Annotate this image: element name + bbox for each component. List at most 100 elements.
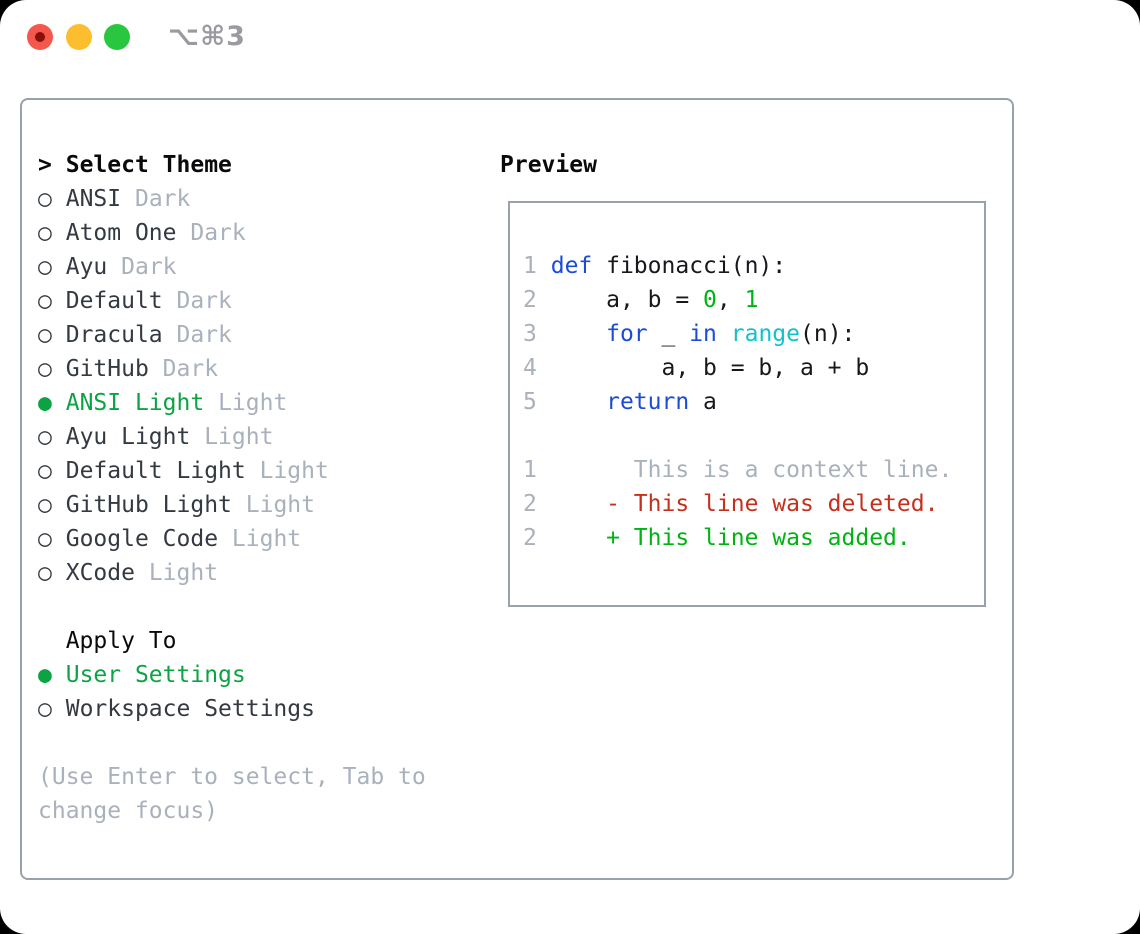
theme-variant-badge: Light: [218, 390, 288, 416]
code-token: range: [730, 321, 801, 347]
code-token: _: [647, 321, 690, 347]
theme-variant-badge: Dark: [134, 186, 191, 212]
minimize-button[interactable]: [66, 24, 92, 50]
radio-icon: ○: [38, 560, 52, 586]
code-token: fibonacci(n):: [592, 253, 787, 279]
theme-option-ansi-light[interactable]: ● ANSI Light Light: [38, 386, 426, 420]
theme-option-ansi[interactable]: ○ ANSI Dark: [38, 182, 426, 216]
spacer: [38, 726, 426, 760]
line-number: 2: [523, 491, 537, 517]
theme-option-google-code[interactable]: ○ Google Code Light: [38, 522, 426, 556]
radio-icon: ○: [38, 458, 52, 484]
apply-to-options-list: ● User Settings○ Workspace Settings: [38, 658, 426, 726]
theme-name: Ayu Light: [65, 424, 191, 450]
code-token: a: [689, 389, 717, 415]
code-token: a, b = b, a + b: [550, 355, 870, 381]
theme-option-ayu-light[interactable]: ○ Ayu Light Light: [38, 420, 426, 454]
theme-option-default-light[interactable]: ○ Default Light Light: [38, 454, 426, 488]
code-line: 4 a, b = b, a + b: [523, 351, 984, 385]
radio-icon: ○: [38, 254, 52, 280]
radio-icon: ●: [38, 390, 52, 416]
line-number: 4: [523, 355, 537, 381]
theme-variant-badge: Light: [259, 458, 329, 484]
theme-variant-badge: Light: [148, 560, 219, 586]
theme-name: GitHub: [65, 356, 149, 382]
line-number: 3: [523, 321, 537, 347]
radio-icon: ○: [38, 526, 52, 552]
theme-name: Default Light: [65, 458, 246, 484]
apply-option-user-settings[interactable]: ● User Settings: [38, 658, 426, 692]
radio-icon: ○: [38, 186, 52, 212]
radio-icon: ○: [38, 288, 52, 314]
line-number: 2: [523, 525, 537, 551]
theme-variant-badge: Light: [231, 526, 302, 552]
apply-option-workspace-settings[interactable]: ○ Workspace Settings: [38, 692, 426, 726]
radio-icon: ○: [38, 322, 52, 348]
theme-name: Dracula: [65, 322, 163, 348]
theme-option-github-light[interactable]: ○ GitHub Light Light: [38, 488, 426, 522]
code-token: a, b =: [550, 287, 704, 313]
theme-name: Ayu: [65, 254, 108, 280]
code-token: 0: [703, 287, 717, 313]
code-token: [551, 389, 606, 415]
code-token: [717, 321, 731, 347]
code-token: ,: [716, 287, 745, 313]
code-token: return: [606, 389, 690, 415]
theme-variant-badge: Dark: [176, 322, 232, 348]
theme-variant-badge: Light: [204, 424, 274, 450]
preview-title: Preview: [500, 152, 597, 178]
radio-icon: ○: [38, 356, 52, 382]
code-token: 1: [744, 287, 759, 313]
radio-icon: ○: [38, 424, 52, 450]
theme-picker-panel: > Select Theme ○ ANSI Dark○ Atom One Dar…: [20, 98, 1014, 880]
code-token: [551, 321, 606, 347]
theme-option-atom-one[interactable]: ○ Atom One Dark: [38, 216, 426, 250]
theme-name: ANSI Light: [65, 390, 205, 416]
spacer: [38, 590, 426, 624]
prompt-icon: >: [38, 152, 52, 178]
code-line: 2 - This line was deleted.: [523, 487, 984, 521]
code-token: for: [606, 321, 648, 347]
theme-option-xcode[interactable]: ○ XCode Light: [38, 556, 426, 590]
code-token: This is a context line.: [550, 457, 953, 483]
theme-option-default[interactable]: ○ Default Dark: [38, 284, 426, 318]
code-token: (n):: [800, 321, 856, 347]
code-line: 5 return a: [523, 385, 984, 419]
theme-option-dracula[interactable]: ○ Dracula Dark: [38, 318, 426, 352]
code-token: - This line was deleted.: [550, 491, 939, 517]
code-line: 3 for _ in range(n):: [523, 317, 984, 351]
theme-variant-badge: Dark: [176, 288, 232, 314]
code-token: def: [550, 253, 593, 279]
theme-option-github[interactable]: ○ GitHub Dark: [38, 352, 426, 386]
select-theme-title: Select Theme: [65, 152, 232, 178]
code-line: 1 This is a context line.: [523, 453, 984, 487]
record-dot-icon: [35, 32, 45, 42]
theme-variant-badge: Light: [245, 492, 315, 518]
theme-name: XCode: [65, 560, 135, 586]
apply-to-title: Apply To: [65, 628, 177, 654]
theme-name: ANSI: [65, 186, 122, 212]
code-line: 2 a, b = 0, 1: [523, 283, 984, 317]
theme-name: GitHub Light: [65, 492, 232, 518]
theme-name: Atom One: [65, 220, 177, 246]
close-button[interactable]: [27, 24, 53, 50]
theme-option-ayu[interactable]: ○ Ayu Dark: [38, 250, 426, 284]
theme-name: Default: [65, 288, 163, 314]
window-shortcut-label: ⌥⌘3: [168, 21, 246, 52]
apply-option-label: User Settings: [65, 662, 246, 688]
zoom-button[interactable]: [104, 24, 130, 50]
code-line: 2 + This line was added.: [523, 521, 984, 555]
theme-name: Google Code: [65, 526, 219, 552]
theme-list-column: > Select Theme ○ ANSI Dark○ Atom One Dar…: [38, 148, 426, 828]
radio-icon: ○: [38, 492, 52, 518]
help-text-line-2: change focus): [38, 798, 219, 824]
theme-options-list: ○ ANSI Dark○ Atom One Dark○ Ayu Dark○ De…: [38, 182, 426, 590]
radio-icon: ●: [38, 662, 52, 688]
theme-variant-badge: Dark: [190, 220, 246, 246]
code-token: + This line was added.: [550, 525, 911, 551]
select-theme-header: > Select Theme: [38, 148, 426, 182]
apply-to-header: Apply To: [38, 624, 426, 658]
